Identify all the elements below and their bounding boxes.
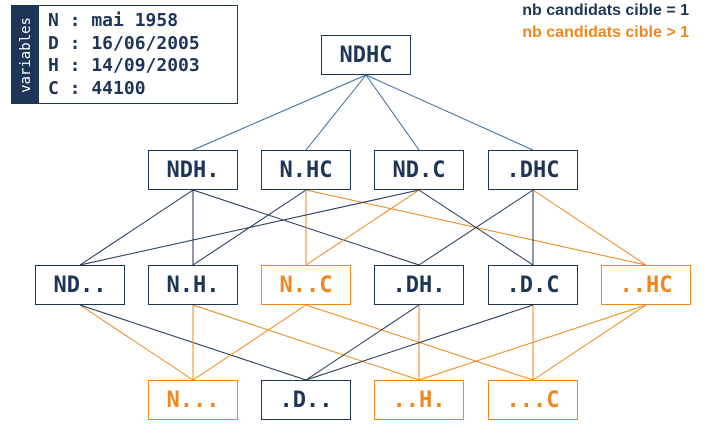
node-dhc: .DHC	[488, 150, 578, 190]
node-dc: .D.C	[488, 265, 578, 305]
node-nc: N..C	[261, 265, 351, 305]
node-h: ..H.	[374, 380, 464, 420]
edge-dh-d	[305, 304, 420, 381]
edge-ndhc-nhc	[305, 74, 367, 151]
variables-tab: variables	[12, 6, 39, 103]
edge-nd-n	[79, 304, 194, 381]
node-ndhc: NDHC	[321, 35, 411, 75]
edge-nc-n	[192, 304, 307, 381]
variable-line: C : 44100	[48, 77, 146, 99]
edge-ndh-nd	[79, 189, 194, 266]
variables-tab-label: variables	[17, 16, 34, 93]
node-c: ...C	[488, 380, 578, 420]
node-n: N...	[148, 380, 238, 420]
variables-list: N : mai 1958 D : 16/06/2005 H : 14/09/20…	[48, 10, 200, 100]
variable-line: H : 14/09/2003	[48, 55, 200, 76]
variables-panel: variables N : mai 1958 D : 16/06/2005 H …	[11, 5, 238, 104]
node-hc: ..HC	[601, 265, 691, 305]
node-ndh: NDH.	[148, 150, 238, 190]
edge-dhc-dh	[418, 189, 534, 266]
edge-nh-h	[192, 304, 420, 381]
edge-hc-c	[532, 304, 647, 381]
node-dh: .DH.	[374, 265, 464, 305]
edge-dc-d	[305, 304, 534, 381]
node-ndc: ND.C	[374, 150, 464, 190]
variable-line: D : 16/06/2005	[48, 32, 200, 54]
node-nh: N.H.	[148, 265, 238, 305]
node-d: .D..	[261, 380, 351, 420]
legend: nb candidats cible = 1 nb candidats cibl…	[522, 0, 689, 44]
node-nhc: N.HC	[261, 150, 351, 190]
edge-ndhc-ndh	[192, 74, 367, 151]
node-nd: ND..	[35, 265, 125, 305]
edge-ndhc-dhc	[365, 74, 534, 151]
edge-ndc-nc	[305, 189, 420, 266]
edge-ndhc-ndc	[365, 74, 420, 151]
edge-dhc-hc	[532, 189, 647, 266]
edge-hc-h	[418, 304, 647, 381]
legend-multiple: nb candidats cible > 1	[522, 24, 689, 41]
edge-ndc-nd	[79, 189, 420, 266]
variable-line: N : mai 1958	[48, 10, 179, 31]
legend-single: nb candidats cible = 1	[522, 2, 689, 19]
